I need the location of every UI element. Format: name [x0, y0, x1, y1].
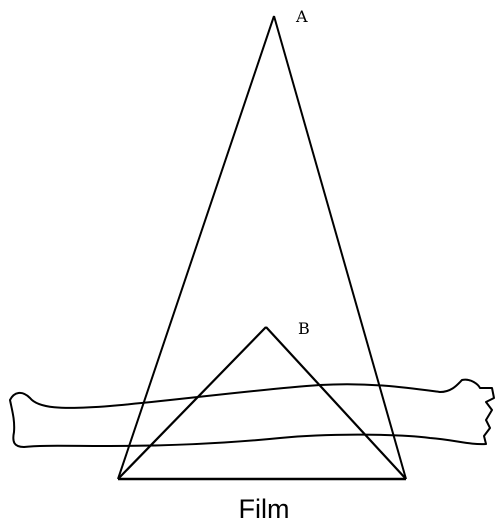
film-label: Film	[239, 494, 290, 524]
beam-b-right	[265, 326, 407, 480]
beam-a-right	[273, 15, 407, 480]
patient-body-outline	[9, 378, 495, 448]
source-a-label: A	[295, 7, 308, 26]
beam-a-left	[117, 15, 275, 480]
source-b-label: B	[298, 319, 310, 338]
beam-b-left	[117, 326, 267, 480]
